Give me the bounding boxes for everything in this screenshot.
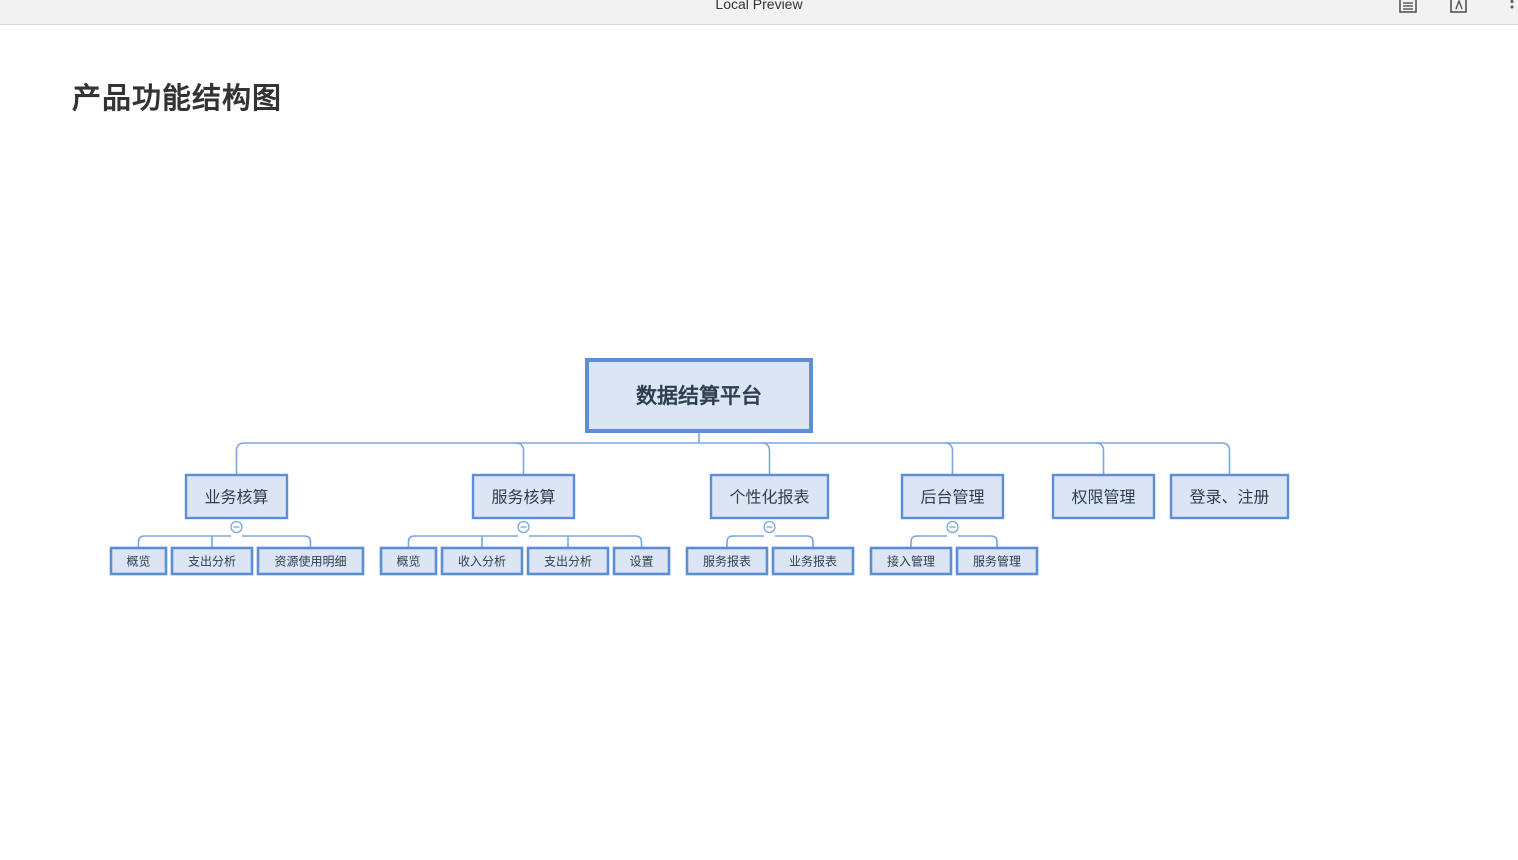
- branch-node-3[interactable]: 后台管理: [900, 473, 1005, 520]
- connector-line: [515, 442, 525, 475]
- collapse-toggle-1[interactable]: [517, 520, 530, 534]
- window-title: Local Preview: [715, 0, 803, 12]
- branch-node-5-box: [1169, 473, 1290, 520]
- translate-icon[interactable]: [1449, 0, 1469, 14]
- branch-node-4[interactable]: 权限管理: [1051, 473, 1156, 520]
- leaf-node-1-0-label: 概览: [396, 553, 420, 568]
- collapse-toggle-0[interactable]: [230, 520, 243, 534]
- leaf-node-2-0-label: 服务报表: [703, 553, 751, 568]
- leaf-node-3-1-box: [955, 546, 1039, 576]
- leaf-node-1-2-box: [526, 546, 610, 576]
- root-node-label: 数据结算平台: [636, 384, 762, 408]
- connector-line: [407, 535, 415, 548]
- leaf-node-3-0-label: 接入管理: [887, 553, 935, 568]
- leaf-node-1-1[interactable]: 收入分析: [440, 546, 524, 576]
- connector-line: [137, 535, 145, 548]
- more-options-icon[interactable]: [1506, 0, 1518, 14]
- leaf-node-2-0-box: [685, 546, 769, 576]
- leaf-node-3-1[interactable]: 服务管理: [955, 546, 1039, 576]
- connector-line: [910, 535, 918, 548]
- leaf-node-0-2-box: [256, 546, 365, 576]
- leaf-node-0-1-box: [170, 546, 254, 576]
- leaf-node-2-1-label: 业务报表: [789, 553, 837, 568]
- leaf-node-3-0-box: [869, 546, 953, 576]
- connector-line: [761, 442, 771, 475]
- branch-node-2-label: 个性化报表: [729, 487, 809, 506]
- leaf-node-2-1-box: [771, 546, 855, 576]
- leaf-node-1-1-label: 收入分析: [458, 554, 506, 568]
- connector-line: [635, 535, 643, 548]
- leaf-node-1-3[interactable]: 设置: [612, 546, 671, 576]
- branch-node-2-box: [709, 473, 830, 520]
- connector-line: [944, 442, 954, 475]
- window-titlebar: Local Preview: [0, 0, 1518, 25]
- branch-node-0-label: 业务核算: [204, 487, 268, 506]
- leaf-node-0-2[interactable]: 资源使用明细: [256, 546, 365, 576]
- leaf-node-2-0[interactable]: 服务报表: [685, 546, 769, 576]
- leaf-node-1-2-label: 支出分析: [544, 554, 592, 568]
- connector-line: [235, 442, 245, 475]
- leaf-node-0-1[interactable]: 支出分析: [170, 546, 254, 576]
- branch-node-4-label: 权限管理: [1071, 487, 1135, 506]
- connector-line: [1221, 442, 1231, 475]
- branch-node-1-label: 服务核算: [491, 487, 555, 506]
- branch-node-3-box: [900, 473, 1005, 520]
- leaf-node-1-2[interactable]: 支出分析: [526, 546, 610, 576]
- branch-node-5[interactable]: 登录、注册: [1169, 473, 1290, 520]
- connector-line: [806, 535, 814, 548]
- branch-node-2[interactable]: 个性化报表: [709, 473, 830, 520]
- connector-line: [990, 535, 998, 548]
- leaf-node-2-1[interactable]: 业务报表: [771, 546, 855, 576]
- leaf-node-1-1-box: [440, 546, 524, 576]
- branch-node-3-label: 后台管理: [920, 487, 984, 506]
- leaf-node-0-1-label: 支出分析: [188, 554, 236, 568]
- diagram-connectors: [137, 433, 1231, 548]
- branch-node-1[interactable]: 服务核算: [471, 473, 576, 520]
- connector-line: [304, 535, 312, 548]
- reader-mode-icon[interactable]: [1398, 0, 1418, 14]
- leaf-node-1-0[interactable]: 概览: [379, 546, 438, 576]
- leaf-node-0-0-box: [109, 546, 168, 576]
- branch-node-4-box: [1051, 473, 1156, 520]
- connector-line: [726, 535, 734, 548]
- branch-node-1-box: [471, 473, 576, 520]
- connector-line: [1095, 442, 1105, 475]
- leaf-node-1-0-box: [379, 546, 438, 576]
- leaf-node-3-1-label: 服务管理: [973, 553, 1021, 568]
- leaf-node-3-0[interactable]: 接入管理: [869, 546, 953, 576]
- page-heading: 产品功能结构图: [72, 81, 283, 115]
- leaf-node-1-3-box: [612, 546, 671, 576]
- leaf-node-0-2-label: 资源使用明细: [274, 553, 346, 568]
- branch-node-0[interactable]: 业务核算: [184, 473, 289, 520]
- root-node-box: [585, 358, 813, 433]
- collapse-toggle-2[interactable]: [763, 520, 776, 534]
- collapse-toggle-3[interactable]: [946, 520, 959, 534]
- branch-node-0-box: [184, 473, 289, 520]
- branch-node-5-label: 登录、注册: [1189, 487, 1269, 506]
- leaf-node-1-3-label: 设置: [629, 554, 653, 568]
- root-node[interactable]: 数据结算平台: [585, 358, 813, 433]
- leaf-node-0-0[interactable]: 概览: [109, 546, 168, 576]
- leaf-node-0-0-label: 概览: [126, 553, 150, 568]
